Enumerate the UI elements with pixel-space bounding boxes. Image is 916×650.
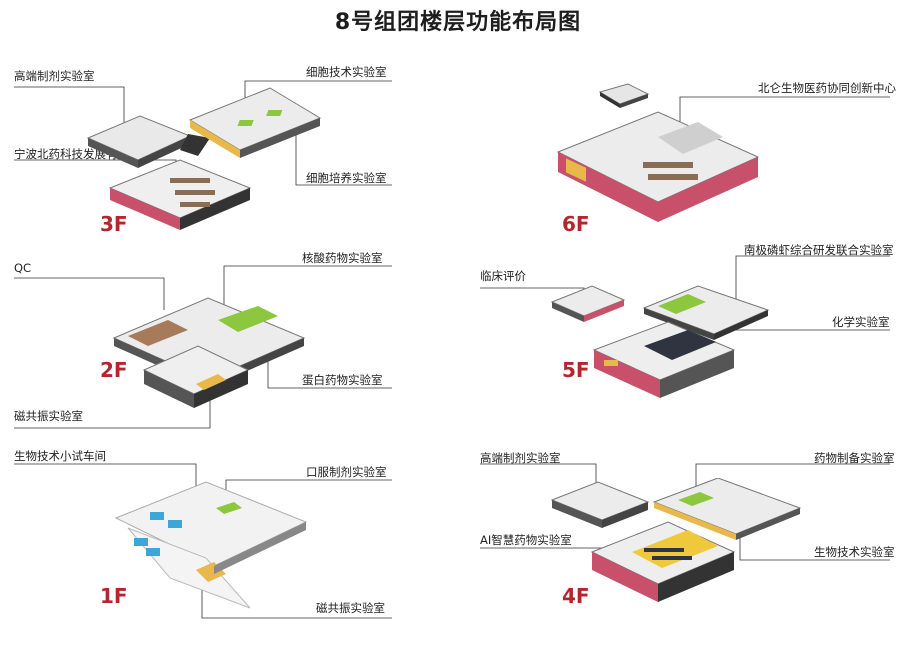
floor-label: 1F (100, 584, 128, 608)
room-label: 磁共振实验室 (316, 601, 385, 615)
room-label: 蛋白药物实验室 (302, 373, 383, 387)
floor-label: 4F (562, 584, 590, 608)
floor-3d-model (114, 481, 308, 609)
room-label: 细胞技术实验室 (306, 65, 387, 79)
floor-panel-6F: 北仑生物医药协同创新中心 6F (458, 60, 916, 260)
floor-panel-1F: 生物技术小试车间 口服制剂实验室 磁共振实验室 1F (0, 448, 458, 648)
room-label: 生物技术实验室 (814, 545, 895, 559)
room-label: 核酸药物实验室 (302, 251, 383, 265)
floor-panel-2F: QC 核酸药物实验室 蛋白药物实验室 磁共振实验室 2F (0, 250, 458, 450)
floor-3d-model (556, 83, 760, 222)
floor-panel-5F: 临床评价 南极磷虾综合研发联合实验室 化学实验室 5F (458, 240, 916, 440)
room-label: QC (14, 261, 32, 275)
floor-3d-model (550, 478, 802, 602)
room-label: 口服制剂实验室 (306, 465, 387, 479)
floor-label: 3F (100, 212, 128, 236)
room-label: 高端制剂实验室 (14, 69, 95, 83)
floor-label: 5F (562, 358, 590, 382)
room-label: 细胞培养实验室 (306, 171, 387, 185)
floor-3d-model (86, 87, 322, 230)
room-label: 南极磷虾综合研发联合实验室 (744, 243, 894, 257)
room-label: 生物技术小试车间 (14, 449, 106, 463)
floor-panel-3F: 高端制剂实验室 细胞技术实验室 宁波北药科技发展有限公司 细胞培养实验室 3F (0, 60, 458, 260)
floor-3d-model (112, 297, 306, 408)
page-title: 8号组团楼层功能布局图 (334, 10, 582, 35)
floor-3d-model (550, 285, 770, 398)
room-label: AI智慧药物实验室 (480, 533, 572, 547)
room-label: 化学实验室 (832, 315, 890, 329)
room-label: 高端制剂实验室 (480, 451, 561, 465)
floor-panel-4F: 高端制剂实验室 药物制备实验室 AI智慧药物实验室 生物技术实验室 4F (458, 448, 916, 648)
room-label: 北仑生物医药协同创新中心 (758, 81, 896, 95)
room-label: 临床评价 (480, 269, 526, 283)
room-label: 磁共振实验室 (14, 409, 83, 423)
floor-label: 6F (562, 212, 590, 236)
room-label: 药物制备实验室 (814, 451, 895, 465)
floor-label: 2F (100, 358, 128, 382)
